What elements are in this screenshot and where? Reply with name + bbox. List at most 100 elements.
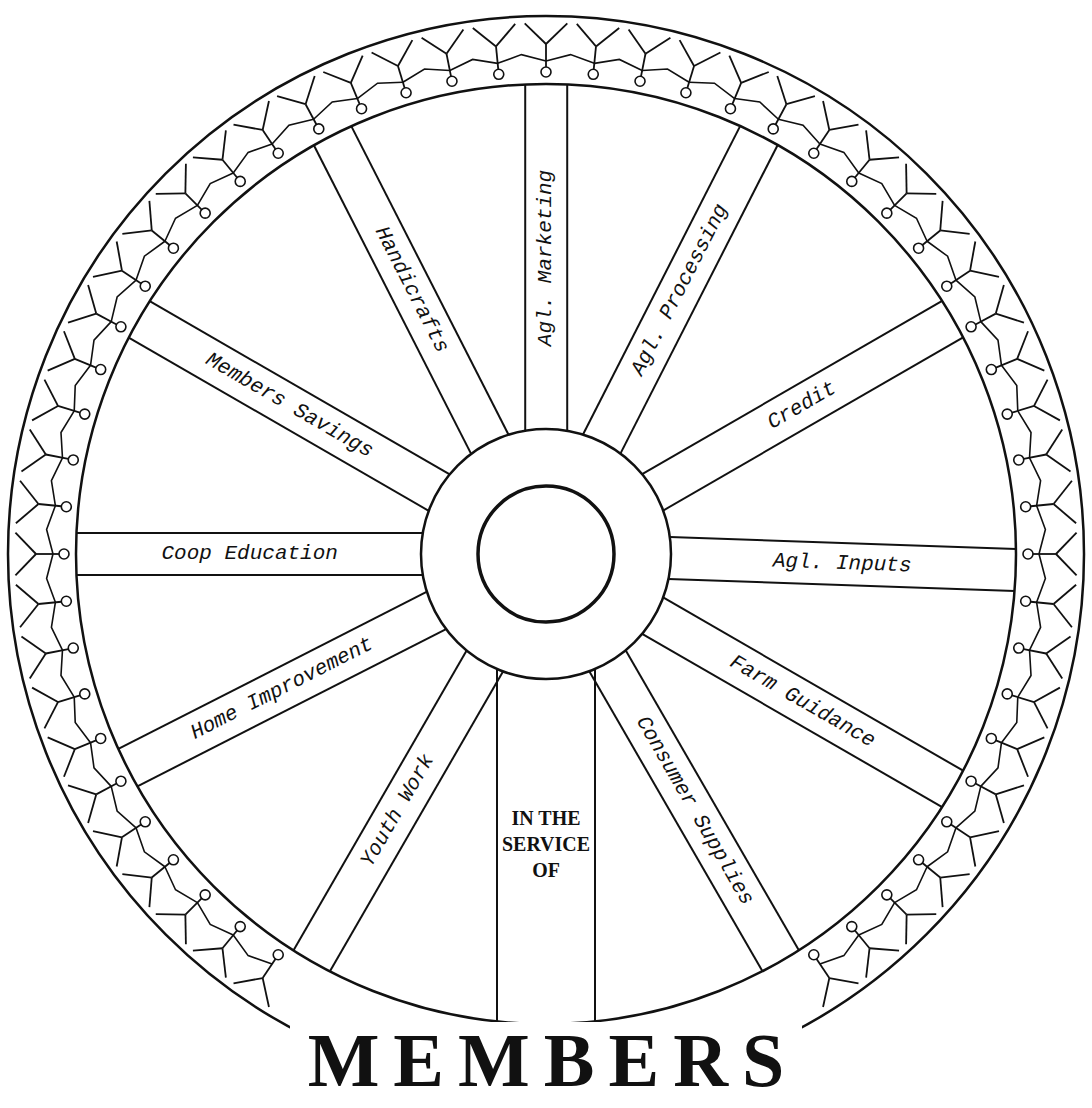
person-body <box>1012 695 1034 702</box>
person-leg <box>629 29 646 53</box>
spoke-edge <box>583 126 740 435</box>
person-body <box>447 54 451 77</box>
person-leg <box>351 56 363 83</box>
spoke-band: Coop Education <box>77 532 423 576</box>
spoke-edge <box>118 591 427 748</box>
person-head <box>809 148 819 158</box>
spoke-edge <box>293 650 466 950</box>
spoke-edge <box>77 574 423 576</box>
person-head <box>116 776 126 786</box>
person-leg <box>122 230 151 233</box>
person-leg <box>645 38 670 54</box>
person-leg <box>193 157 223 159</box>
person-leg <box>996 785 1024 794</box>
person-head <box>768 124 778 134</box>
person-arms <box>1001 697 1017 743</box>
rim-title: MEMBERS <box>290 1022 803 1098</box>
person-body <box>1024 455 1047 459</box>
spoke-band: Agl. Inputs <box>668 536 1016 592</box>
person-leg <box>907 913 937 915</box>
person-leg <box>48 737 75 749</box>
service-label: Agl. Processing <box>626 200 734 380</box>
person-leg <box>44 380 58 406</box>
person-leg <box>234 125 263 130</box>
spoke-band: Home Improvement <box>118 590 447 786</box>
person-head <box>140 281 150 291</box>
service-label: Coop Education <box>161 541 337 566</box>
service-label: Agl. Inputs <box>772 549 911 579</box>
person-head <box>273 950 283 960</box>
person-head <box>588 69 598 79</box>
spoke-edge <box>668 579 1014 591</box>
person-leg <box>15 533 36 554</box>
person-arms <box>111 280 136 321</box>
person-leg <box>907 192 937 194</box>
person-head <box>847 176 857 186</box>
person-leg <box>940 878 942 908</box>
person-head <box>1021 502 1031 512</box>
spoke-edge <box>670 537 1016 549</box>
person-head <box>1002 409 1012 419</box>
person-arms <box>1037 506 1046 554</box>
person-arms <box>403 69 450 82</box>
person-leg <box>222 948 225 977</box>
person-head <box>314 124 324 134</box>
person-leg <box>156 192 186 194</box>
person-body <box>58 406 80 413</box>
person-leg <box>940 201 942 231</box>
axle-circle <box>478 486 614 622</box>
spoke-edge <box>663 597 963 770</box>
person-head <box>942 281 952 291</box>
person-arms <box>111 786 136 827</box>
spoke-edge <box>626 650 799 950</box>
person-body <box>855 930 870 948</box>
person-leg <box>996 314 1024 323</box>
person-leg <box>1046 637 1070 654</box>
person-arms <box>498 55 546 64</box>
person-leg <box>1034 688 1060 702</box>
person-head <box>882 890 892 900</box>
person-head <box>200 208 210 218</box>
person-head <box>235 922 245 932</box>
person-leg <box>372 52 398 66</box>
person-arms <box>778 119 819 144</box>
person-head <box>681 88 691 98</box>
person-arms <box>927 241 956 280</box>
person-body <box>496 46 498 69</box>
person-body <box>222 160 237 178</box>
spoke-band: Members Savings <box>128 300 450 511</box>
person-leg <box>234 978 263 983</box>
person-leg <box>1054 585 1077 604</box>
person-leg <box>1046 653 1062 678</box>
person-leg <box>1034 380 1048 406</box>
person-leg <box>263 101 269 130</box>
spoke-edge <box>137 629 446 786</box>
person-head <box>168 243 178 253</box>
person-leg <box>905 915 907 945</box>
person-head <box>914 243 924 253</box>
person-leg <box>16 585 39 604</box>
person-body <box>398 66 405 88</box>
person-body <box>545 44 547 67</box>
person-head <box>494 69 504 79</box>
person-arms <box>47 506 56 554</box>
spoke-edge <box>663 337 963 510</box>
person-head <box>116 322 126 332</box>
person-leg <box>741 72 769 83</box>
person-body <box>46 649 69 653</box>
person-arms <box>1037 554 1046 602</box>
person-arms <box>689 82 735 98</box>
person-body <box>1031 504 1054 506</box>
person-body <box>732 83 741 104</box>
person-arms <box>1030 458 1041 506</box>
person-leg <box>88 794 96 822</box>
person-leg <box>149 201 151 231</box>
person-head <box>635 76 645 86</box>
person-leg <box>323 72 351 83</box>
inner-rim <box>76 84 1016 1024</box>
person-leg <box>1034 406 1060 420</box>
spoke-band: Agl. Marketing <box>524 85 568 431</box>
person-leg <box>20 481 38 504</box>
person-body <box>1024 649 1047 653</box>
